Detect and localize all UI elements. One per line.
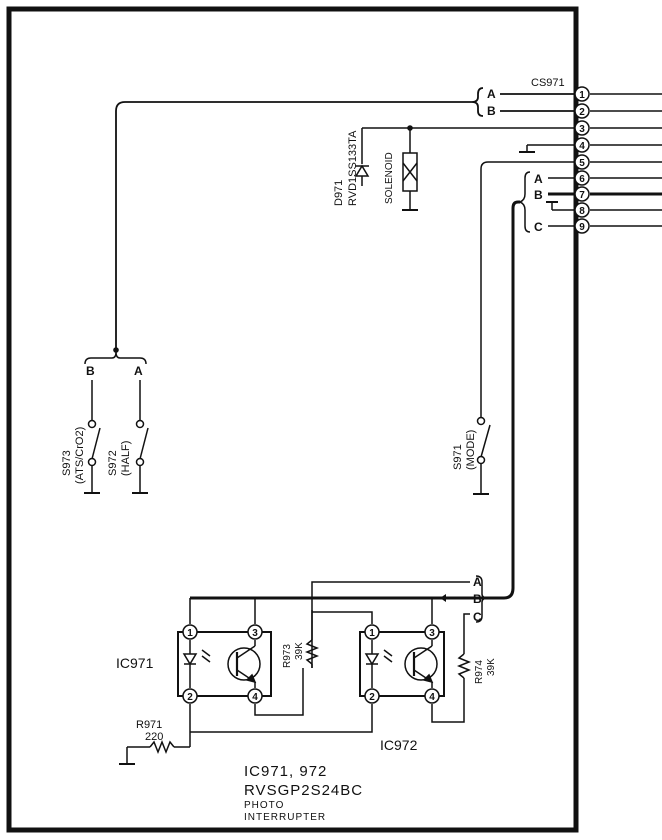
connector-pin-3: 3 — [574, 120, 662, 136]
connector-pin-5: 5 — [574, 154, 662, 170]
connector-pin-label: 2 — [579, 107, 585, 118]
ic971-ref: IC971 — [116, 655, 154, 671]
bus1-label-b: B — [487, 104, 496, 118]
ic972-pin-label: 2 — [369, 692, 375, 703]
caption-line-3: PHOTO — [244, 800, 284, 811]
bus-group-2 — [500, 171, 575, 600]
s971-desc: (MODE) — [465, 430, 477, 470]
connector-pin-label: 7 — [579, 190, 585, 201]
bus2-label-a: A — [534, 172, 543, 186]
ic972-pin-label: 1 — [369, 628, 375, 639]
junction-dot — [407, 125, 413, 131]
r973-ref: R973 — [282, 644, 293, 668]
diode-d971 — [354, 164, 370, 186]
s972-tag: A — [134, 364, 143, 378]
caption-line-4: INTERRUPTER — [244, 812, 326, 823]
connector-pin-label: 5 — [579, 158, 585, 169]
ic972-pin-label: 3 — [429, 628, 435, 639]
r973-value: 39K — [294, 642, 305, 660]
ic972-pin-label: 4 — [429, 692, 435, 703]
bus-right-label-b: B — [473, 592, 482, 606]
board-outline — [6, 6, 579, 833]
diode-part: RVD1SS133TA — [347, 130, 359, 206]
s972-ref: S972 — [107, 450, 119, 476]
resistor-r974 — [456, 650, 472, 680]
ic971-pin-label: 4 — [252, 692, 258, 703]
ic971-pin-label: 1 — [187, 628, 193, 639]
resistor-r971 — [119, 722, 191, 765]
r974-value: 39K — [486, 658, 497, 676]
connector-pin-9: 9 — [574, 218, 662, 234]
bus-arrow — [440, 594, 446, 602]
connector-pin-2: 2 — [574, 103, 662, 119]
connector-pin-label: 3 — [579, 124, 585, 135]
connector-pin-8: 8 — [574, 202, 662, 218]
supply-net — [361, 127, 575, 211]
connector-pin-1: 1 — [574, 86, 662, 102]
connector-pin-label: 4 — [579, 141, 585, 152]
bus-group-1 — [115, 87, 575, 350]
connector-pin-label: 6 — [579, 174, 585, 185]
bus-right-label-c: C — [473, 610, 482, 624]
junction-dot — [113, 347, 119, 353]
caption-line-2: RVSGP2S24BC — [244, 782, 363, 799]
bus2-label-b: B — [534, 188, 543, 202]
mode-switch-net — [473, 161, 575, 495]
ic972-ref: IC972 — [380, 737, 418, 753]
resistor-r973 — [304, 610, 320, 668]
s973-desc: (ATS/CrO2) — [74, 427, 86, 484]
ic971-pins: 1 2 3 4 — [182, 624, 263, 704]
ic972-photo-interrupter — [190, 598, 465, 733]
ic972-pins: 1 2 3 4 — [364, 624, 440, 704]
caption-line-1: IC971, 972 — [244, 763, 327, 780]
connector-ref: CS971 — [531, 77, 565, 89]
bus2-label-c: C — [534, 220, 543, 234]
connector-pin-label: 8 — [579, 206, 585, 217]
ground-pin4 — [519, 144, 575, 153]
r974-ref: R974 — [474, 660, 485, 684]
connector-pin-label: 9 — [579, 222, 585, 233]
connector-cs971: CS971 1 2 3 4 5 6 — [531, 77, 662, 234]
s972-desc: (HALF) — [120, 441, 132, 476]
diode-ref: D971 — [333, 180, 345, 206]
r971-ref: R971 — [136, 719, 162, 731]
ic971-pin-label: 3 — [252, 628, 258, 639]
ic971-photo-interrupter — [177, 598, 304, 722]
ic971-pin-label: 2 — [187, 692, 193, 703]
connector-pin-4: 4 — [574, 137, 662, 153]
s973-ref: S973 — [61, 450, 73, 476]
s971-ref: S971 — [452, 444, 464, 470]
connector-pin-6: 6 — [574, 170, 662, 186]
s973-tag: B — [86, 364, 95, 378]
solenoid — [402, 152, 418, 192]
caption: IC971, 972 RVSGP2S24BC PHOTO INTERRUPTER — [244, 763, 363, 823]
solenoid-label: SOLENOID — [384, 152, 395, 204]
bus1-label-a: A — [487, 87, 496, 101]
connector-pin-label: 1 — [579, 90, 585, 101]
r971-value: 220 — [145, 731, 163, 743]
bus-right-label-a: A — [473, 575, 482, 589]
connector-pin-7: 7 — [574, 186, 662, 202]
